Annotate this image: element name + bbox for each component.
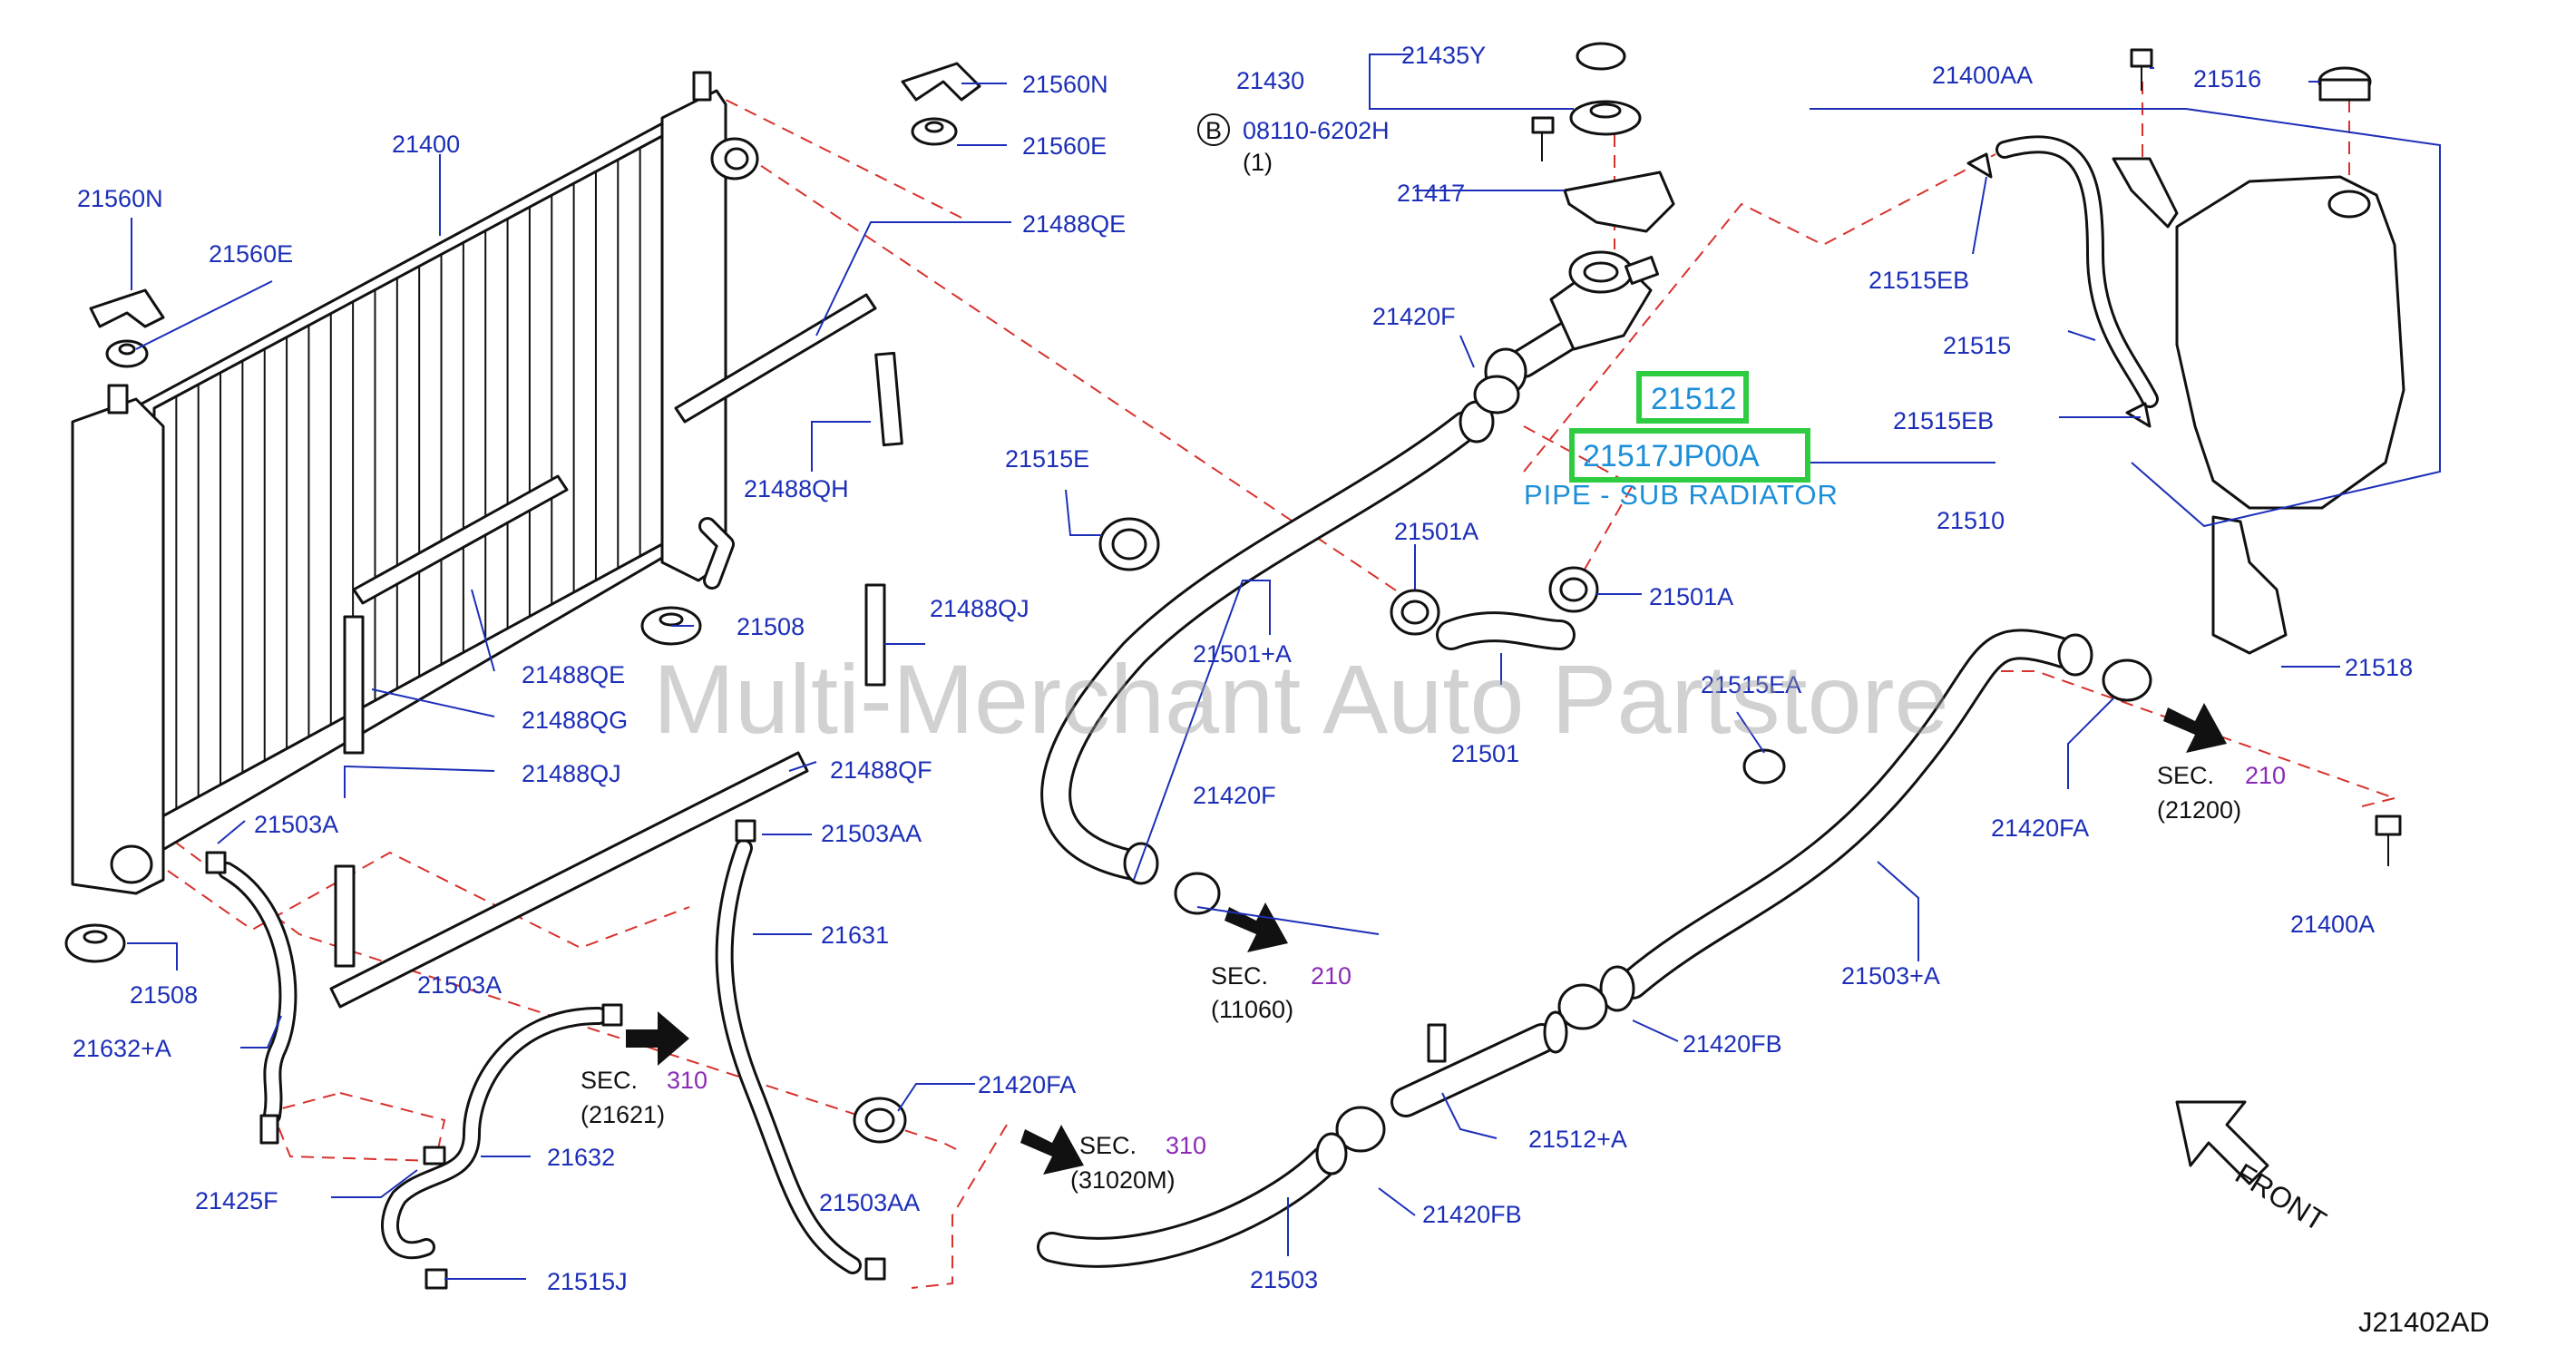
label-21560n-left[interactable]: 21560N: [77, 185, 163, 212]
label-08110-6202h[interactable]: 08110-6202H: [1243, 117, 1390, 144]
label-21400[interactable]: 21400: [392, 131, 460, 158]
label-21631[interactable]: 21631: [821, 922, 889, 949]
overflow-hose: [1966, 135, 2159, 428]
section-references: SEC. 210 (11060) SEC. 210 (21200) SEC. 3…: [581, 762, 2286, 1194]
label-21501a-right[interactable]: 21501A: [1649, 583, 1733, 610]
label-21488qf[interactable]: 21488QF: [830, 756, 932, 784]
leader-lines: [127, 54, 2441, 1280]
section-ref-310-21621[interactable]: SEC. 310 (21621): [581, 1067, 707, 1128]
radiator-core: [71, 71, 759, 895]
label-21488qg[interactable]: 21488QG: [522, 707, 628, 734]
label-21420fa-right[interactable]: 21420FA: [1991, 814, 2089, 842]
label-21501[interactable]: 21501: [1451, 740, 1519, 767]
svg-text:(31020M): (31020M): [1070, 1166, 1176, 1194]
label-21515ea[interactable]: 21515EA: [1701, 671, 1801, 698]
label-21515eb-bottom[interactable]: 21515EB: [1893, 407, 1994, 434]
label-21400a[interactable]: 21400A: [2290, 911, 2375, 938]
part-labels: 21400 21560N 21560E 21560N 21560E 21488Q…: [73, 42, 2413, 1295]
svg-text:SEC.: SEC.: [1079, 1132, 1137, 1159]
label-21515e[interactable]: 21515E: [1005, 445, 1089, 473]
upper-hose: [1040, 375, 1520, 915]
label-21516[interactable]: 21516: [2193, 65, 2261, 93]
short-hose-21501: [1390, 566, 1599, 650]
label-21420f-bottom[interactable]: 21420F: [1193, 782, 1276, 809]
label-21503aa-top[interactable]: 21503AA: [821, 820, 922, 847]
svg-text:(21200): (21200): [2157, 796, 2241, 824]
svg-text:SEC.: SEC.: [1211, 962, 1268, 990]
label-21488qj-left[interactable]: 21488QJ: [522, 760, 621, 787]
hose-clamp-21515e: [1098, 517, 1160, 571]
label-21632[interactable]: 21632: [547, 1144, 615, 1171]
label-21420fb-right[interactable]: 21420FB: [1683, 1030, 1782, 1058]
label-21560n-top[interactable]: 21560N: [1022, 71, 1108, 98]
label-21515[interactable]: 21515: [1943, 332, 2011, 359]
label-21488qe-mid[interactable]: 21488QE: [522, 661, 625, 688]
small-hoses-left: [205, 748, 1786, 1290]
pipe-and-hose-21503: [1037, 1010, 1568, 1268]
filler-neck-pipe: [1484, 42, 1675, 396]
label-21560e-left[interactable]: 21560E: [209, 240, 293, 268]
front-direction-arrow: [2175, 1100, 2269, 1185]
label-21510[interactable]: 21510: [1937, 507, 2005, 534]
label-21420fa-bottom[interactable]: 21420FA: [978, 1071, 1076, 1098]
bolt-quantity: (1): [1243, 149, 1273, 176]
label-21420fb-bottom[interactable]: 21420FB: [1422, 1201, 1522, 1228]
label-21503a-hose[interactable]: 21503+A: [1841, 962, 1940, 990]
bolt-marker: B: [1205, 117, 1222, 144]
part-21512-label[interactable]: 21512: [1651, 382, 1737, 416]
label-21417[interactable]: 21417: [1397, 180, 1465, 207]
part-21517jp00a-highlight: [1569, 428, 1810, 483]
svg-text:(21621): (21621): [581, 1101, 665, 1128]
section-ref-210-11060[interactable]: SEC. 210 (11060): [1211, 962, 1351, 1023]
watermark: Multi-Merchant Auto Partstore: [653, 644, 1949, 754]
label-21503[interactable]: 21503: [1250, 1266, 1318, 1293]
mount-grommets: [64, 62, 981, 963]
label-21560e-top[interactable]: 21560E: [1022, 132, 1107, 160]
svg-text:210: 210: [2245, 762, 2286, 789]
radiator-seals: [329, 293, 903, 1009]
label-21518[interactable]: 21518: [2345, 654, 2413, 681]
bolt-marker-circle: [1197, 113, 1230, 146]
label-21488qe-top[interactable]: 21488QE: [1022, 210, 1126, 238]
highlighted-parts: 21512 21517JP00A PIPE - SUB RADIATOR: [1524, 371, 1839, 511]
front-label: FRONT: [2230, 1156, 2332, 1237]
svg-text:210: 210: [1311, 962, 1351, 990]
section-ref-210-21200[interactable]: SEC. 210 (21200): [2157, 762, 2286, 824]
label-21501a-hose[interactable]: 21501+A: [1193, 640, 1292, 668]
label-21430[interactable]: 21430: [1236, 67, 1304, 94]
label-21488qj-right[interactable]: 21488QJ: [930, 595, 1029, 622]
section-ref-310-31020m[interactable]: SEC. 310 (31020M): [1070, 1132, 1206, 1194]
label-21503a-mid[interactable]: 21503A: [417, 971, 502, 999]
label-21400aa[interactable]: 21400AA: [1932, 62, 2033, 89]
svg-text:(11060): (11060): [1211, 996, 1293, 1023]
part-21512-highlight: [1636, 371, 1749, 424]
diagram-code: J21402AD: [2358, 1306, 2490, 1338]
label-21501a-left[interactable]: 21501A: [1394, 518, 1478, 545]
section-arrows: [626, 703, 2227, 1175]
svg-text:310: 310: [1166, 1132, 1206, 1159]
label-21515j[interactable]: 21515J: [547, 1268, 628, 1295]
label-21503aa-bottom[interactable]: 21503AA: [819, 1189, 920, 1216]
label-21435y[interactable]: 21435Y: [1401, 42, 1486, 69]
label-21512a[interactable]: 21512+A: [1528, 1126, 1627, 1153]
lower-hose: [1557, 629, 2152, 1030]
label-21515eb-top[interactable]: 21515EB: [1869, 267, 1969, 294]
label-21632a[interactable]: 21632+A: [73, 1035, 171, 1062]
label-21420f-top[interactable]: 21420F: [1372, 303, 1456, 330]
label-21508-bottom[interactable]: 21508: [130, 981, 198, 1009]
label-21488qh[interactable]: 21488QH: [744, 475, 849, 502]
reservoir-tank: [2112, 48, 2405, 866]
label-21503a-top[interactable]: 21503A: [254, 811, 338, 838]
part-21517jp00a-label[interactable]: 21517JP00A: [1583, 439, 1760, 473]
svg-text:310: 310: [667, 1067, 707, 1094]
svg-text:SEC.: SEC.: [581, 1067, 638, 1094]
svg-text:SEC.: SEC.: [2157, 762, 2214, 789]
pipe-description: PIPE - SUB RADIATOR: [1524, 479, 1839, 511]
label-21425f[interactable]: 21425F: [195, 1187, 278, 1214]
label-21508-top[interactable]: 21508: [737, 613, 805, 640]
